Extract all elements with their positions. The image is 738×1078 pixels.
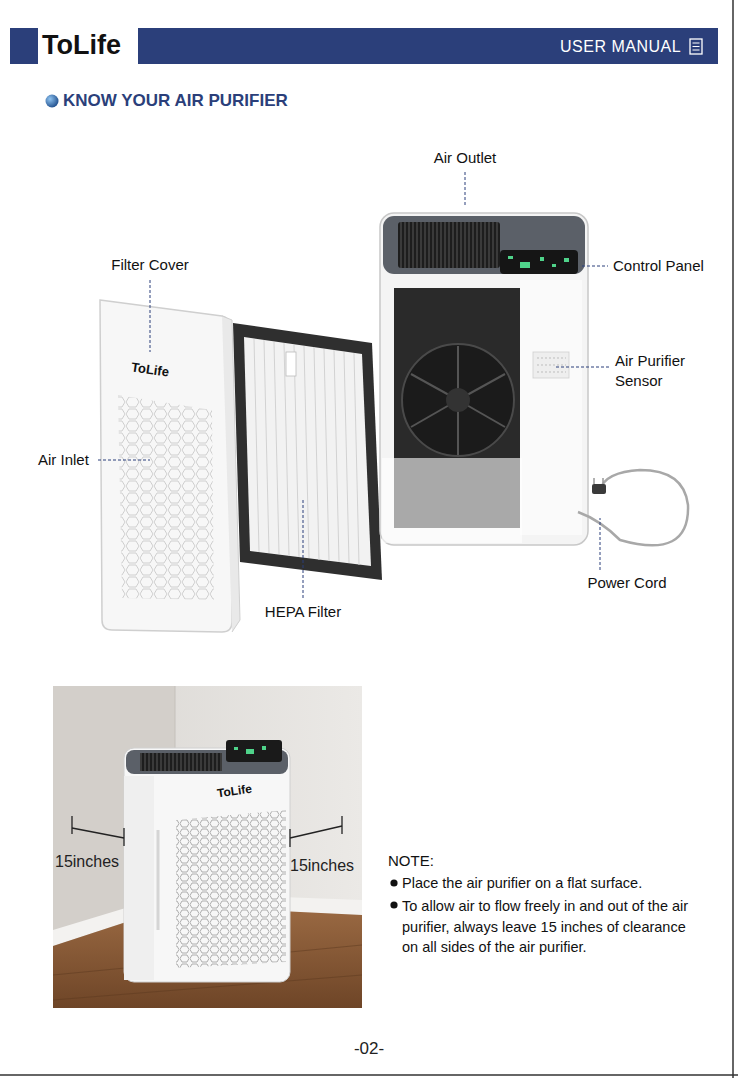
purifier-unit-drawing xyxy=(380,213,588,545)
globe-icon xyxy=(46,95,59,108)
section-title: KNOW YOUR AIR PURIFIER xyxy=(63,90,288,111)
part-label: Air Inlet xyxy=(38,451,89,470)
part-label: Air Outlet xyxy=(405,149,525,168)
clearance-brackets xyxy=(72,816,342,847)
part-label: Filter Cover xyxy=(85,256,215,275)
manual-icon xyxy=(690,39,702,54)
hepa-filter-drawing xyxy=(233,323,382,580)
placement-photo xyxy=(53,686,362,1008)
brand-logo: ToLife xyxy=(42,29,121,63)
part-label: Control Panel xyxy=(613,257,704,276)
dimension-label: 15inches xyxy=(290,856,354,876)
page-edge xyxy=(732,0,734,1078)
note-heading: NOTE: xyxy=(388,852,434,871)
page-number: -02- xyxy=(329,1038,409,1059)
dimension-label: 15inches xyxy=(55,852,119,872)
part-label: HEPA Filter xyxy=(243,603,363,622)
bullet xyxy=(390,879,397,886)
header-text: USER MANUAL xyxy=(560,37,681,57)
note-text: To allow air to flow freely in and out o… xyxy=(402,896,702,958)
bullet xyxy=(390,901,397,908)
filter-cover-drawing xyxy=(100,300,240,632)
power-cord-drawing xyxy=(578,470,688,545)
logo-box xyxy=(38,27,138,66)
part-label: Power Cord xyxy=(567,574,687,593)
header-bar xyxy=(10,28,718,64)
leader-lines xyxy=(98,172,610,598)
footer-line xyxy=(0,1074,738,1076)
part-label: Air Purifier Sensor xyxy=(615,351,707,390)
note-text: Place the air purifier on a flat surface… xyxy=(402,874,722,892)
